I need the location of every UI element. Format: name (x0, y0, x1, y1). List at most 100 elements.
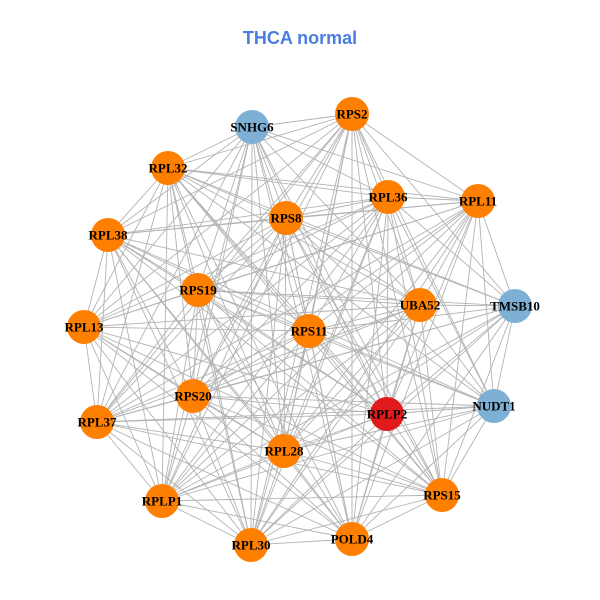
node-circle (370, 397, 404, 431)
node-label: RPL36 (369, 190, 409, 205)
edge-rps19-rpl28 (197, 289, 285, 452)
edge-rpl36-rpl13 (83, 196, 389, 328)
node-label: RPS15 (423, 488, 461, 503)
edge-rpl13-rps11 (83, 326, 310, 332)
edge-rpl36-rpl28 (283, 196, 389, 452)
node-label: TMSB10 (490, 299, 540, 314)
node-label: POLD4 (331, 532, 374, 547)
edge-tmsb10-rplp2 (386, 305, 516, 415)
node-circle (151, 151, 185, 185)
edge-rpl36-rplp2 (386, 196, 389, 415)
node-rpl13: RPL13 (65, 310, 105, 344)
edge-rps20-rpl30 (192, 395, 252, 546)
edge-rps2-rplp1 (161, 113, 353, 502)
edge-rpl38-rps15 (107, 234, 443, 496)
edge-rpl28-rps15 (283, 450, 443, 496)
edge-rpl38-uba52 (107, 234, 421, 306)
edge-rplp1-pold4 (161, 500, 353, 540)
node-circle (425, 478, 459, 512)
node-rps15: RPS15 (423, 478, 461, 512)
node-label: RPL13 (65, 320, 105, 335)
edge-rplp2-pold4 (351, 413, 388, 540)
node-label: RPL11 (459, 194, 497, 209)
edge-rps8-rplp2 (285, 217, 388, 415)
node-circle (181, 273, 215, 307)
edge-rps11-rpl37 (96, 330, 310, 423)
node-circle (292, 314, 326, 348)
edge-rpl37-pold4 (96, 421, 353, 540)
edge-rpl13-rplp1 (83, 326, 163, 502)
edge-uba52-rpl13 (83, 304, 421, 328)
edge-rpl32-rplp1 (161, 167, 169, 502)
edge-snhg6-rpl28 (251, 126, 285, 452)
edge-snhg6-rps15 (251, 126, 443, 496)
node-rpl30: RPL30 (232, 528, 271, 562)
edge-rps19-rpl30 (197, 289, 252, 546)
edge-layer (83, 113, 516, 546)
edge-rps8-rpl30 (250, 217, 287, 546)
edge-rps20-rps15 (192, 395, 443, 496)
node-rps2: RPS2 (335, 97, 369, 131)
node-label: RPS8 (270, 211, 302, 226)
edge-rpl36-rps11 (308, 196, 389, 332)
node-circle (403, 288, 437, 322)
edge-rpl36-rplp1 (161, 196, 389, 502)
edge-rps8-rpl28 (283, 217, 287, 452)
edge-tmsb10-rpl28 (283, 305, 516, 452)
edge-snhg6-uba52 (251, 126, 421, 306)
edge-tmsb10-pold4 (351, 305, 516, 540)
node-rpl37: RPL37 (78, 405, 117, 439)
node-circle (267, 434, 301, 468)
node-rpl28: RPL28 (265, 434, 304, 468)
edge-rps8-rpl38 (107, 217, 287, 236)
edge-rpl13-rplp2 (83, 326, 388, 415)
node-circle (461, 184, 495, 218)
edge-rpl37-rpl30 (96, 421, 252, 546)
edge-tmsb10-nudt1 (493, 305, 516, 407)
node-circle (67, 310, 101, 344)
node-label: RPL30 (232, 538, 271, 553)
edge-nudt1-rps15 (441, 405, 495, 496)
edge-uba52-rps20 (192, 304, 421, 397)
chart-title: THCA normal (242, 28, 358, 48)
edge-rps11-pold4 (308, 330, 353, 540)
edge-rpl32-rps8 (167, 167, 287, 219)
edge-uba52-rplp1 (161, 304, 421, 502)
node-circle (145, 484, 179, 518)
edge-rpl11-rpl37 (96, 200, 479, 423)
edge-rps19-rps15 (197, 289, 443, 496)
edge-uba52-rps15 (419, 304, 443, 496)
node-rplp2: RPLP2 (367, 397, 407, 431)
edge-rps8-rpl13 (83, 217, 287, 328)
node-circle (235, 110, 269, 144)
edge-rps19-tmsb10 (197, 289, 516, 307)
edge-rps20-rplp1 (161, 395, 194, 502)
edge-rpl37-rplp1 (96, 421, 163, 502)
node-circle (335, 522, 369, 556)
edge-rpl28-pold4 (283, 450, 353, 540)
edge-rps11-rps20 (192, 330, 310, 397)
edge-rplp2-rpl37 (96, 413, 388, 423)
edge-nudt1-rplp2 (386, 405, 495, 415)
node-circle (269, 201, 303, 235)
edge-rpl36-rpl37 (96, 196, 389, 423)
node-nudt1: NUDT1 (472, 389, 516, 423)
edge-rps20-nudt1 (192, 395, 495, 407)
node-circle (371, 180, 405, 214)
edge-rpl32-rps19 (167, 167, 199, 291)
edge-rps8-rps19 (197, 217, 287, 291)
node-circle (176, 379, 210, 413)
edge-rps2-rps8 (285, 113, 353, 219)
edge-rps2-tmsb10 (351, 113, 516, 307)
node-rps19: RPS19 (179, 273, 217, 307)
edge-rpl13-rpl30 (83, 326, 252, 546)
edge-rpl11-rpl30 (250, 200, 479, 546)
edge-rpl28-rplp1 (161, 450, 285, 502)
edge-rps8-rps20 (192, 217, 287, 397)
node-label: RPS2 (336, 107, 367, 122)
node-label: RPS20 (174, 389, 212, 404)
edge-uba52-rpl28 (283, 304, 421, 452)
edge-rps2-rpl11 (351, 113, 479, 202)
edge-rpl32-rplp2 (167, 167, 388, 415)
edge-rps20-rpl28 (192, 395, 285, 452)
